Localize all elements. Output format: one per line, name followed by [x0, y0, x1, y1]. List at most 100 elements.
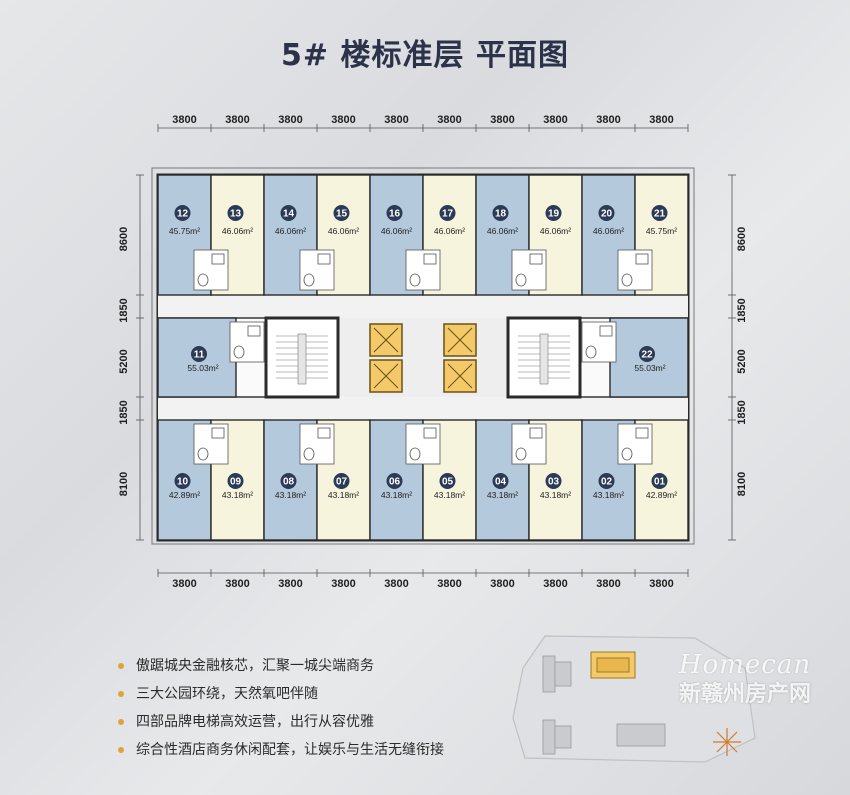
sink-icon	[423, 253, 437, 265]
site-boundary	[512, 635, 756, 763]
dimension-label: 8100	[118, 472, 130, 496]
unit-area: 43.18m²	[487, 490, 518, 500]
elevator-cross	[373, 327, 399, 353]
toilet-icon	[515, 273, 527, 287]
unit-number: 16	[389, 209, 401, 220]
unit-area: 46.06m²	[487, 226, 518, 236]
sink-icon	[423, 427, 437, 439]
unit-area: 55.03m²	[634, 363, 665, 373]
floor-plan: 3800 3800 3800 3800 3800 3800 3800 3800 3800 3800…	[118, 114, 748, 590]
feature-item: 综合性酒店商务休闲配套，让娱乐与生活无缝衔接	[118, 736, 444, 764]
unit-area: 42.89m²	[646, 490, 677, 500]
dimension-label: 8100	[736, 472, 748, 496]
unit-number: 07	[336, 477, 348, 488]
elevator-cross	[447, 327, 473, 353]
sink-icon	[635, 427, 649, 439]
feature-list: 傲踞城央金融核芯，汇聚一城尖端商务 三大公园环绕，天然氧吧伴随 四部品牌电梯高效…	[118, 652, 444, 764]
feature-item: 四部品牌电梯高效运营，出行从容优雅	[118, 708, 444, 736]
stair-well	[539, 333, 549, 385]
unit-number: 12	[177, 209, 189, 220]
dimension-label: 3800	[543, 578, 567, 590]
toilet-icon	[197, 273, 209, 287]
key-building-west-bottom	[542, 719, 572, 755]
unit-area: 43.18m²	[434, 490, 465, 500]
unit-number: 19	[548, 209, 560, 220]
bathroom	[193, 423, 229, 465]
key-building-east-bottom	[616, 723, 666, 747]
toilet-icon	[515, 447, 527, 461]
unit-area: 46.06m²	[434, 226, 465, 236]
bathroom	[405, 423, 441, 465]
bullet-dot-icon	[118, 663, 124, 669]
dimension-label: 5200	[736, 349, 748, 373]
unit-number: 02	[601, 477, 613, 488]
sink-icon	[247, 325, 261, 337]
unit-number-badge	[174, 205, 191, 221]
bathroom	[617, 249, 653, 291]
bathroom	[299, 423, 335, 465]
unit-area: 45.75m²	[646, 226, 677, 236]
unit-number: 11	[194, 350, 205, 361]
elevator-cross	[447, 363, 473, 389]
unit-area: 43.18m²	[328, 490, 359, 500]
unit-area: 43.18m²	[593, 490, 624, 500]
unit-area: 43.18m²	[540, 490, 571, 500]
dimension-label: 3800	[543, 114, 567, 126]
unit-area: 42.89m²	[169, 490, 200, 500]
dimension-label: 3800	[384, 578, 408, 590]
dimension-label: 3800	[278, 114, 302, 126]
toilet-icon	[585, 345, 597, 359]
dimension-label: 1850	[736, 400, 748, 424]
key-building-west-top	[542, 655, 572, 693]
bullet-dot-icon	[118, 691, 124, 697]
bathroom	[617, 423, 653, 465]
unit-area: 46.06m²	[328, 226, 359, 236]
dimension-label: 3800	[331, 114, 355, 126]
unit-number-badge	[333, 473, 350, 489]
unit-area: 46.06m²	[593, 226, 624, 236]
unit-number: 15	[336, 209, 348, 220]
unit-number-badge	[439, 205, 456, 221]
unit-area: 46.06m²	[275, 226, 306, 236]
dimension-label: 3800	[649, 114, 673, 126]
bottom-unit-row: 1042.89m²0943.18m²0843.18m²0743.18m²0643…	[157, 419, 689, 541]
bathroom	[299, 249, 335, 291]
unit-number-badge	[598, 473, 615, 489]
unit-number-badge	[280, 205, 297, 221]
unit-number-badge	[492, 473, 509, 489]
unit-number: 20	[601, 209, 613, 220]
unit-number-badge	[280, 473, 297, 489]
unit-number: 10	[177, 477, 189, 488]
unit-number-badge	[639, 346, 655, 362]
unit-area: 46.06m²	[540, 226, 571, 236]
toilet-icon	[621, 273, 633, 287]
dimension-label: 3800	[225, 578, 249, 590]
sink-icon	[211, 427, 225, 439]
unit-number: 05	[442, 477, 454, 488]
sink-icon	[599, 325, 613, 337]
unit-area: 46.06m²	[222, 226, 253, 236]
bullet-dot-icon	[118, 747, 124, 753]
key-building-current	[590, 651, 636, 679]
unit-number-badge	[191, 346, 207, 362]
sink-icon	[529, 427, 543, 439]
unit-number-badge	[227, 473, 244, 489]
unit-number: 08	[283, 477, 295, 488]
bathroom	[229, 321, 265, 363]
unit-number-badge	[545, 473, 562, 489]
dimension-label: 3800	[490, 578, 514, 590]
dimension-label: 3800	[172, 578, 196, 590]
dimension-label: 5200	[118, 349, 130, 373]
dimension-label: 3800	[437, 578, 461, 590]
dimension-label: 3800	[384, 114, 408, 126]
toilet-icon	[233, 345, 245, 359]
unit-area: 55.03m²	[187, 363, 218, 373]
dimension-label: 3800	[225, 114, 249, 126]
dimension-label: 1850	[118, 400, 130, 424]
unit-area: 43.18m²	[275, 490, 306, 500]
toilet-icon	[197, 447, 209, 461]
unit-number: 01	[654, 477, 666, 488]
unit-number-badge	[545, 205, 562, 221]
dimension-label: 3800	[172, 114, 196, 126]
